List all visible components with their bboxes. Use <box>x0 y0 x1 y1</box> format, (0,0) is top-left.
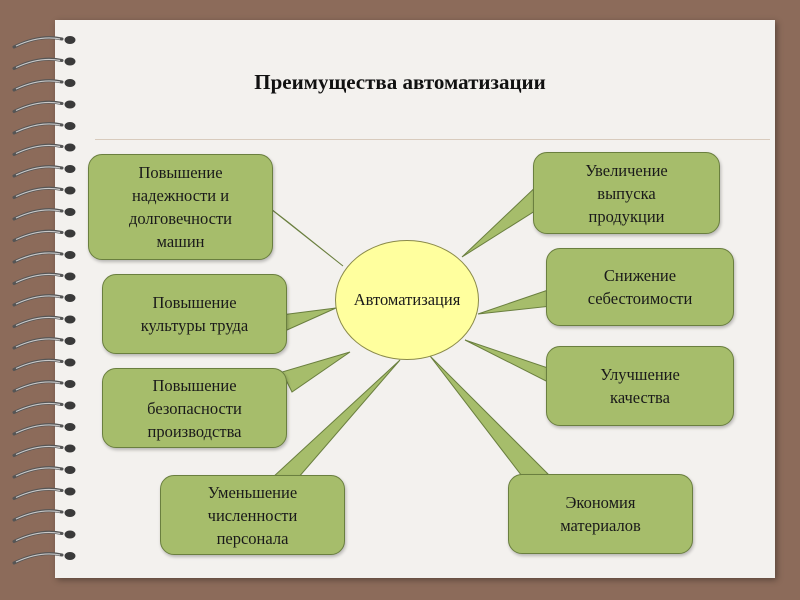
benefit-safety: Повышение безопасности производства <box>102 368 287 448</box>
benefit-quality: Улучшение качества <box>546 346 734 426</box>
center-node: Автоматизация <box>335 240 479 360</box>
benefit-cost-reduction: Снижение себестоимости <box>546 248 734 326</box>
benefit-work-culture: Повышение культуры труда <box>102 274 287 354</box>
title-divider <box>95 139 770 140</box>
benefit-materials: Экономия материалов <box>508 474 693 554</box>
connector-6 <box>477 289 553 315</box>
connector-7 <box>464 339 553 385</box>
benefit-staff-reduction: Уменьшение численности персонала <box>160 475 345 555</box>
connector-1 <box>261 201 344 267</box>
connector-3 <box>281 351 351 393</box>
page-title: Преимущества автоматизации <box>254 70 546 94</box>
connector-8 <box>429 355 549 481</box>
benefit-reliability: Повышение надежности и долговечности маш… <box>88 154 273 260</box>
benefit-output-increase: Увеличение выпуска продукции <box>533 152 720 234</box>
